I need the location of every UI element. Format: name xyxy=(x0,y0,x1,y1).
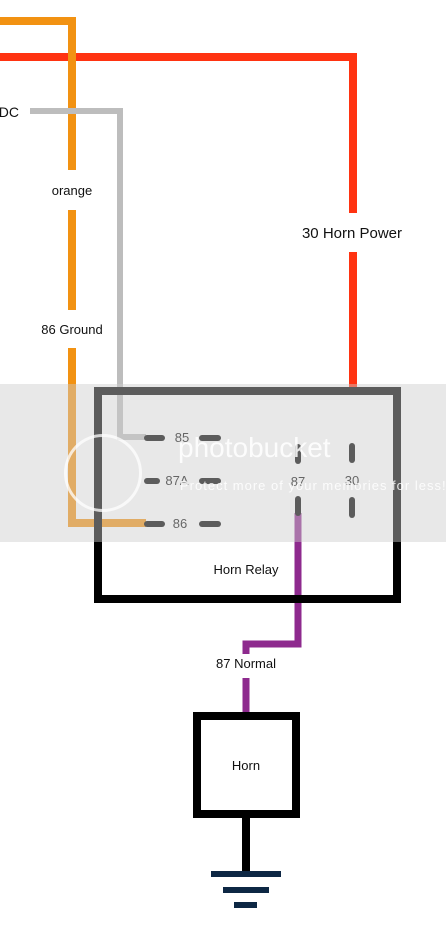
label-dc: DC xyxy=(0,104,19,120)
horn-box xyxy=(193,712,300,818)
label-pin-87a: 87A xyxy=(165,473,188,488)
purple-wire-87 xyxy=(242,513,302,716)
label-orange: orange xyxy=(52,183,92,198)
label-ground: 86 Ground xyxy=(41,322,102,337)
label-pin-86: 86 xyxy=(173,516,187,531)
ground-icon xyxy=(211,871,281,908)
gray-wire-85 xyxy=(30,108,146,440)
label-pin-87: 87 xyxy=(291,474,305,489)
label-horn-power: 30 Horn Power xyxy=(302,225,402,242)
relay-pins xyxy=(144,435,355,527)
label-pin-85: 85 xyxy=(175,430,189,445)
label-pin-30: 30 xyxy=(345,473,359,488)
orange-wire-86 xyxy=(0,17,146,527)
label-normal: 87 Normal xyxy=(216,656,276,671)
red-wire-30 xyxy=(0,53,357,388)
relay-title: Horn Relay xyxy=(213,562,279,577)
relay-box xyxy=(94,387,401,603)
horn-title: Horn xyxy=(232,758,260,773)
